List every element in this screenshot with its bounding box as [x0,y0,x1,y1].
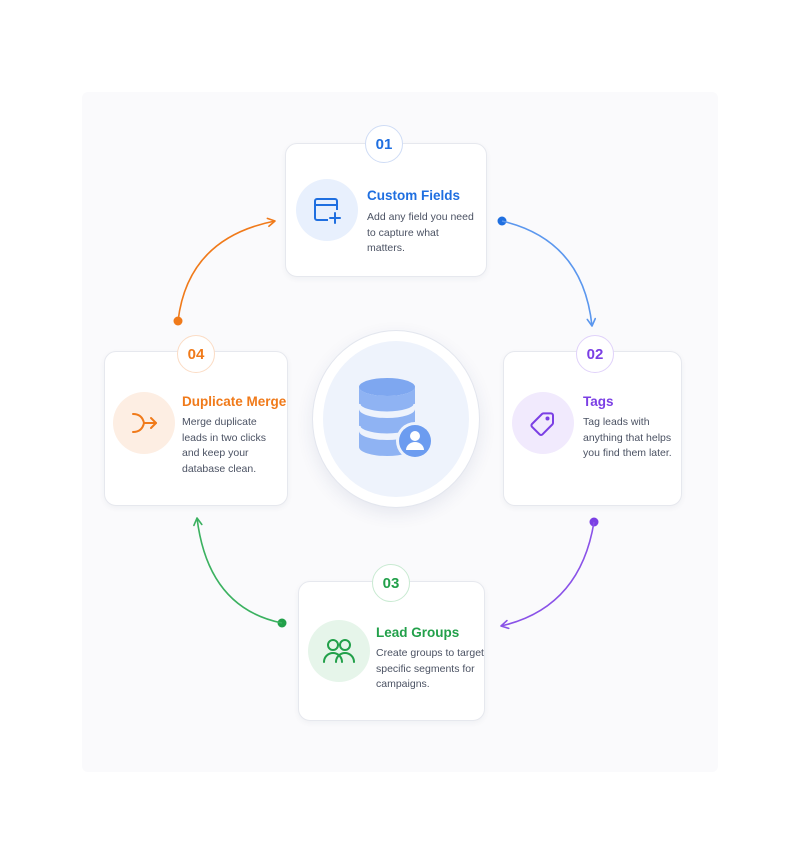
step-description: Create groups to target specific segment… [376,647,484,690]
connector-03-to-04 [193,517,287,628]
connector-04-to-01 [173,217,276,326]
step-card-lead-groups: Lead Groups Create groups to target spec… [298,581,485,721]
step-number-badge: 03 [372,564,410,602]
step-title: Custom Fields [367,188,461,203]
step-title: Duplicate Merge [182,394,287,409]
lead-groups-icon-circle [308,620,370,682]
step-number-badge: 02 [576,335,614,373]
step-card-duplicate-merge: Duplicate Merge Merge duplicate leads in… [104,351,288,506]
tag-icon [530,412,554,436]
central-database-hub [313,331,479,507]
users-group-icon [323,639,355,663]
step-card-custom-fields: Custom Fields Add any field you need to … [285,143,487,277]
step-number-badge: 01 [365,125,403,163]
step-description: Add any field you need to capture what m… [367,211,474,254]
step-description: Tag leads with anything that helps you f… [583,416,672,459]
connector-02-to-03 [500,517,599,630]
step-number-badge: 04 [177,335,215,373]
tags-icon-circle [512,392,574,454]
connector-01-to-02 [497,216,597,327]
step-card-tags: Tags Tag leads with anything that helps … [503,351,682,506]
custom-fields-icon-circle [296,179,358,241]
database-user-icon [357,378,434,460]
duplicate-merge-icon-circle [113,392,175,454]
step-title: Lead Groups [376,625,460,640]
add-field-icon [314,198,341,224]
step-description: Merge duplicate leads in two clicks and … [182,416,267,475]
step-title: Tags [583,394,614,409]
merge-icon [132,413,157,433]
